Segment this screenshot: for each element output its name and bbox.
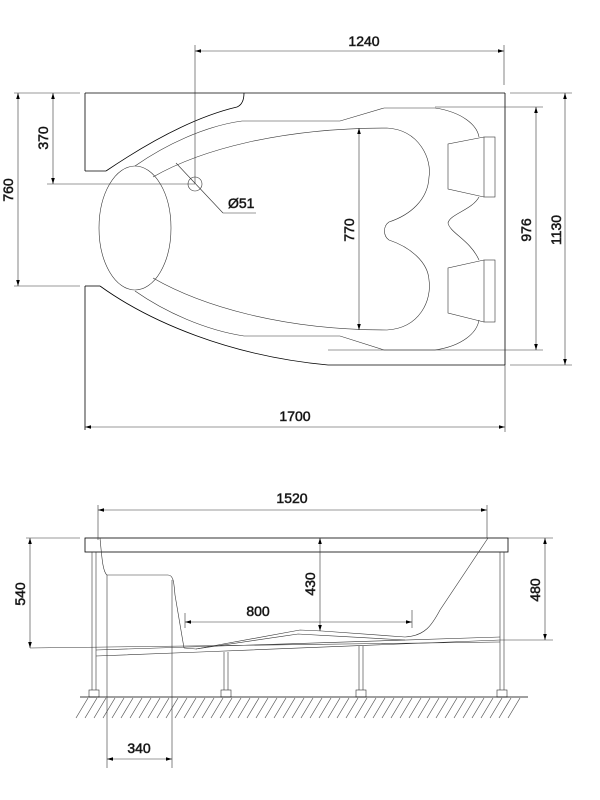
dimension-label: 340 [127,740,151,756]
floor-hatch-line [444,697,458,719]
floor-hatch-line [390,697,404,719]
floor-hatch-line [201,697,215,719]
floor-hatch-line [318,697,332,719]
dimension-1520: 1520 [97,490,488,540]
floor [75,696,528,719]
dimension-label: 976 [518,218,534,242]
floor-hatch-line [345,697,359,719]
floor-hatch-line [363,697,377,719]
dimension-340: 340 [106,575,173,768]
floor-hatch-line [138,697,152,719]
floor-hatch-line [75,697,89,719]
floor-hatch-line [309,697,323,719]
floor-hatch-line [453,697,467,719]
dimension-label: Ø51 [228,195,255,211]
floor-hatch-line [93,697,107,719]
floor-hatch-line [102,697,116,719]
leg [355,646,367,698]
leg [220,652,232,698]
floor-hatch-line [381,697,395,719]
dimension-1130: 1130 [510,92,572,366]
headrest-lower [447,259,496,323]
dimension-label: 430 [302,572,318,596]
floor-hatch-line [282,697,296,719]
floor-hatch-line [291,697,305,719]
dimension-430: 430 [302,538,322,631]
tub-profile-side [29,537,501,657]
floor-hatch-line [228,697,242,719]
floor-hatch-line [84,697,98,719]
floor-hatch-line [462,697,476,719]
headrest-upper [447,136,496,198]
floor-hatch-line [237,697,251,719]
tub-shell-top [98,107,480,351]
dimension-label: 760 [0,178,16,202]
floor-hatch-line [354,697,368,719]
leg [496,552,508,698]
floor-hatch-line [111,697,125,719]
floor-hatch-line [129,697,143,719]
dimension-770: 770 [341,128,361,330]
dimension-370: 370 [35,93,195,185]
floor-hatch-line [219,697,233,719]
dimension-label: 1700 [279,408,310,424]
floor-hatch-line [327,697,341,719]
floor-hatch-line [174,697,188,719]
floor-hatch-line [408,697,422,719]
dimension-976: 976 [328,106,543,351]
dimension-label: 1240 [348,33,379,49]
floor-hatch-line [192,697,206,719]
dimension-label: 1130 [548,215,564,245]
floor-hatch-line [489,697,503,719]
floor-hatch-line [372,697,386,719]
floor-hatch-line [480,697,494,719]
floor-hatch-line [246,697,260,719]
dimension-drain-diameter: Ø51 [175,162,256,214]
dimension-label: 540 [12,582,28,606]
floor-hatch-line [471,697,485,719]
floor-hatch-line [435,697,449,719]
dimension-480: 480 [500,537,553,641]
floor-hatch-line [120,697,134,719]
support-legs [88,552,508,698]
floor-hatch-line [264,697,278,719]
dimension-1240: 1240 [194,33,505,184]
floor-hatch-line [147,697,161,719]
dimension-800: 800 [184,603,413,628]
top-view: 1240 370 760 Ø51 [0,33,572,432]
floor-hatch-line [210,697,224,719]
floor-hatch-line [336,697,350,719]
dimension-1700: 1700 [85,365,506,432]
tub-rim-side [84,537,509,553]
floor-hatch-line [273,697,287,719]
dimension-label: 370 [35,126,51,150]
floor-hatch-line [300,697,314,719]
dimension-label: 480 [527,578,543,602]
side-view: 1520 540 430 800 480 [12,490,553,768]
dimension-label: 1520 [276,490,307,506]
dimension-540: 540 [12,537,80,648]
dimension-label: 770 [341,218,357,242]
floor-hatch-line [507,697,521,719]
floor-hatch-line [417,697,431,719]
floor-hatch-line [183,697,197,719]
floor-hatch-line [156,697,170,719]
floor-hatch-line [498,697,512,719]
dimension-760: 760 [0,92,80,287]
floor-hatch-line [399,697,413,719]
floor-hatch-line [255,697,269,719]
floor-hatch-line [426,697,440,719]
tub-outline-top [84,92,506,430]
dimension-label: 800 [246,603,270,619]
leg [88,552,100,698]
